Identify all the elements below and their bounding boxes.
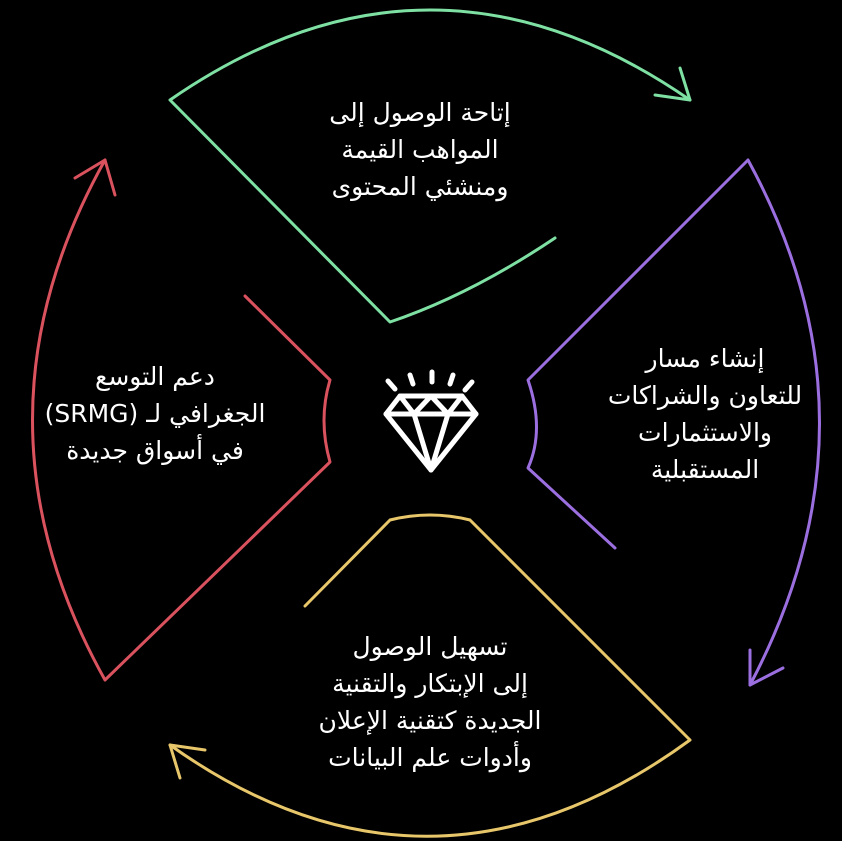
segment-top-shape bbox=[168, 8, 692, 324]
segment-top bbox=[168, 8, 692, 324]
segment-right-line: إنشاء مسار bbox=[645, 344, 765, 373]
segment-top-line: المواهب القيمة bbox=[341, 135, 499, 164]
diamond-icon bbox=[383, 369, 479, 473]
segment-bottom-line: تسهيل الوصول bbox=[352, 632, 508, 661]
segment-bottom-line: إلى الإبتكار والتقنية bbox=[332, 669, 528, 698]
segment-left-line: دعم التوسع bbox=[95, 362, 215, 391]
segment-right-arrow-icon bbox=[748, 648, 785, 687]
segment-bottom-line: الجديدة كتقنية الإعلان bbox=[318, 706, 542, 735]
segment-bottom bbox=[168, 513, 692, 838]
segment-top-label: إتاحة الوصول إلى المواهب القيمة ومنشئي ا… bbox=[270, 94, 570, 205]
segment-bottom-line: وأدوات علم البيانات bbox=[328, 743, 532, 772]
segment-left-shape bbox=[31, 158, 332, 682]
segment-bottom-shape bbox=[168, 513, 692, 838]
segment-bottom-arrow-icon bbox=[168, 743, 207, 780]
segment-right bbox=[526, 158, 821, 687]
segment-left-label: دعم التوسع الجغرافي لـ (SRMG) في أسواق ج… bbox=[10, 358, 300, 469]
segment-left bbox=[31, 158, 332, 682]
segment-top-line: ومنشئي المحتوى bbox=[331, 172, 509, 201]
segment-right-shape bbox=[526, 158, 821, 687]
segment-left-line: في أسواق جديدة bbox=[66, 436, 244, 465]
segment-left-arrow-icon bbox=[73, 158, 117, 197]
segment-right-line: للتعاون والشراكات bbox=[607, 381, 803, 410]
segment-top-line: إتاحة الوصول إلى bbox=[329, 98, 511, 127]
segment-right-line: والاستثمارات bbox=[638, 418, 772, 447]
segment-right-label: إنشاء مسار للتعاون والشراكات والاستثمارا… bbox=[575, 340, 835, 488]
segment-top-arrow-icon bbox=[653, 66, 692, 102]
segment-right-line: المستقبلية bbox=[650, 455, 760, 484]
segment-left-line: الجغرافي لـ (SRMG) bbox=[44, 399, 266, 428]
segment-bottom-label: تسهيل الوصول إلى الإبتكار والتقنية الجدي… bbox=[270, 628, 590, 776]
